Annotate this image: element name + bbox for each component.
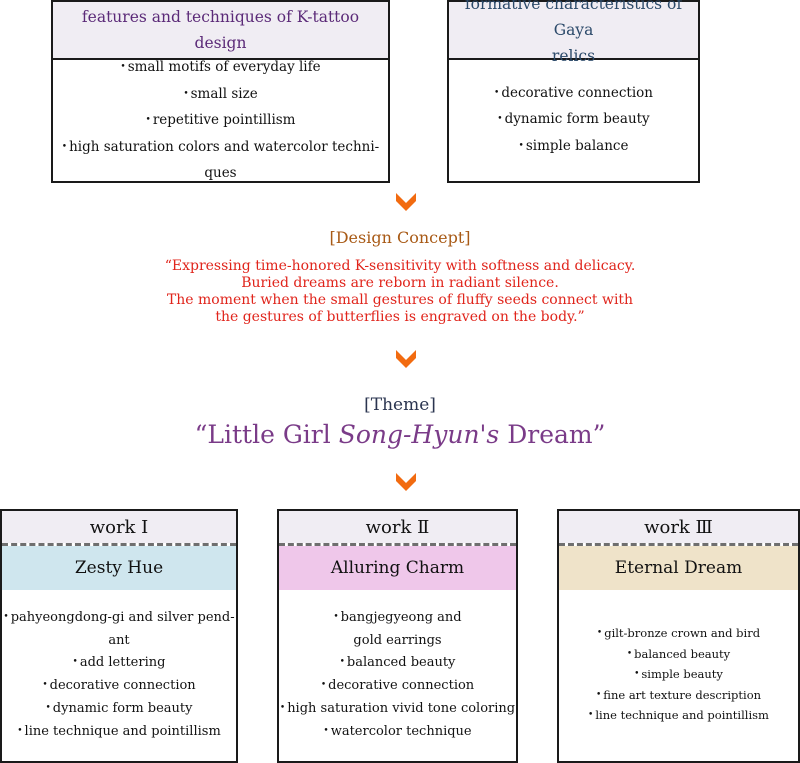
list-item: small size — [183, 82, 258, 109]
work-2-label: work Ⅱ — [279, 511, 516, 543]
work-3-list: gilt-bronze crown and bird balanced beau… — [559, 590, 798, 761]
down-arrow-icon — [396, 350, 416, 368]
work-3-title: Eternal Dream — [559, 546, 798, 590]
theme-title-part: Dream” — [499, 420, 606, 449]
k-tattoo-features-box: features and techniques of K-tattoo desi… — [51, 0, 390, 183]
work-1-label: work Ⅰ — [2, 511, 236, 543]
k-tattoo-features-list: small motifs of everyday life small size… — [53, 59, 388, 181]
theme-title: “Little Girl Song-Hyun's Dream” — [0, 420, 800, 449]
theme-label: [Theme] — [364, 395, 436, 415]
design-concept-label: [Design Concept] — [329, 228, 471, 247]
design-concept-text: “Expressing time-honored K-sensitivity w… — [0, 258, 800, 326]
list-item: dynamic form beauty — [45, 698, 193, 721]
k-tattoo-features-title-line2: design — [194, 34, 247, 52]
work-1-title: Zesty Hue — [2, 546, 236, 590]
theme-title-part: “Little Girl — [194, 420, 339, 449]
gaya-relics-title-line1: formative characteristics of Gaya — [464, 0, 683, 39]
theme-title-name: Song-Hyun's — [338, 420, 500, 449]
list-item-continuation: gold earrings — [353, 633, 442, 648]
list-item: pahyeongdong-gi and silver pend- — [3, 607, 235, 630]
list-item: small motifs of everyday life — [120, 55, 321, 82]
k-tattoo-features-title: features and techniques of K-tattoo desi… — [53, 2, 388, 60]
list-item: watercolor technique — [323, 721, 472, 744]
list-item: decorative connection — [321, 675, 474, 698]
gaya-relics-list: decorative connection dynamic form beaut… — [449, 60, 698, 181]
list-item: decorative connection — [42, 675, 196, 698]
list-item: dynamic form beauty — [497, 107, 650, 134]
list-item: decorative connection — [494, 81, 653, 108]
list-item: balanced beauty — [627, 645, 730, 666]
design-concept-line: The moment when the small gestures of fl… — [166, 292, 634, 308]
work-3-label: work Ⅲ — [559, 511, 798, 543]
down-arrow-icon — [396, 473, 416, 491]
design-concept-line: “Expressing time-honored K-sensitivity w… — [164, 258, 636, 274]
work-3-card: work Ⅲ Eternal Dream gilt-bronze crown a… — [557, 509, 800, 763]
work-2-list: bangjegyeong and gold earrings balanced … — [279, 590, 516, 761]
list-item: high saturation colors and watercolor te… — [62, 135, 379, 162]
dashed-divider — [279, 543, 516, 546]
gaya-relics-title-line2: relics — [551, 47, 596, 65]
list-item: line technique and pointillism — [17, 721, 221, 744]
list-item: repetitive pointillism — [146, 108, 296, 135]
design-concept-line: Buried dreams are reborn in radiant sile… — [241, 275, 559, 291]
down-arrow-icon — [396, 193, 416, 211]
list-item: simple beauty — [634, 665, 723, 686]
dashed-divider — [559, 543, 798, 546]
list-item: high saturation vivid tone coloring — [280, 698, 515, 721]
dashed-divider — [2, 543, 236, 546]
work-2-card: work Ⅱ Alluring Charm bangjegyeong and g… — [277, 509, 518, 763]
list-item: fine art texture description — [596, 686, 761, 707]
list-item: line technique and pointillism — [588, 706, 769, 727]
work-1-list: pahyeongdong-gi and silver pend- ant add… — [2, 590, 236, 761]
k-tattoo-features-title-line1: features and techniques of K-tattoo — [81, 8, 360, 26]
gaya-relics-box: formative characteristics of Gaya relics… — [447, 0, 700, 183]
list-item: gilt-bronze crown and bird — [597, 624, 760, 645]
gaya-relics-title: formative characteristics of Gaya relics — [449, 0, 698, 65]
list-item: balanced beauty — [340, 652, 456, 675]
list-item: simple balance — [519, 134, 629, 161]
work-1-card: work Ⅰ Zesty Hue pahyeongdong-gi and sil… — [0, 509, 238, 763]
list-item: bangjegyeong and — [333, 607, 462, 630]
list-item-continuation: ant — [108, 633, 130, 648]
design-concept-line: the gestures of butterflies is engraved … — [215, 309, 585, 325]
list-item: add lettering — [73, 652, 166, 675]
list-item-continuation: ques — [204, 165, 237, 182]
work-2-title: Alluring Charm — [279, 546, 516, 590]
